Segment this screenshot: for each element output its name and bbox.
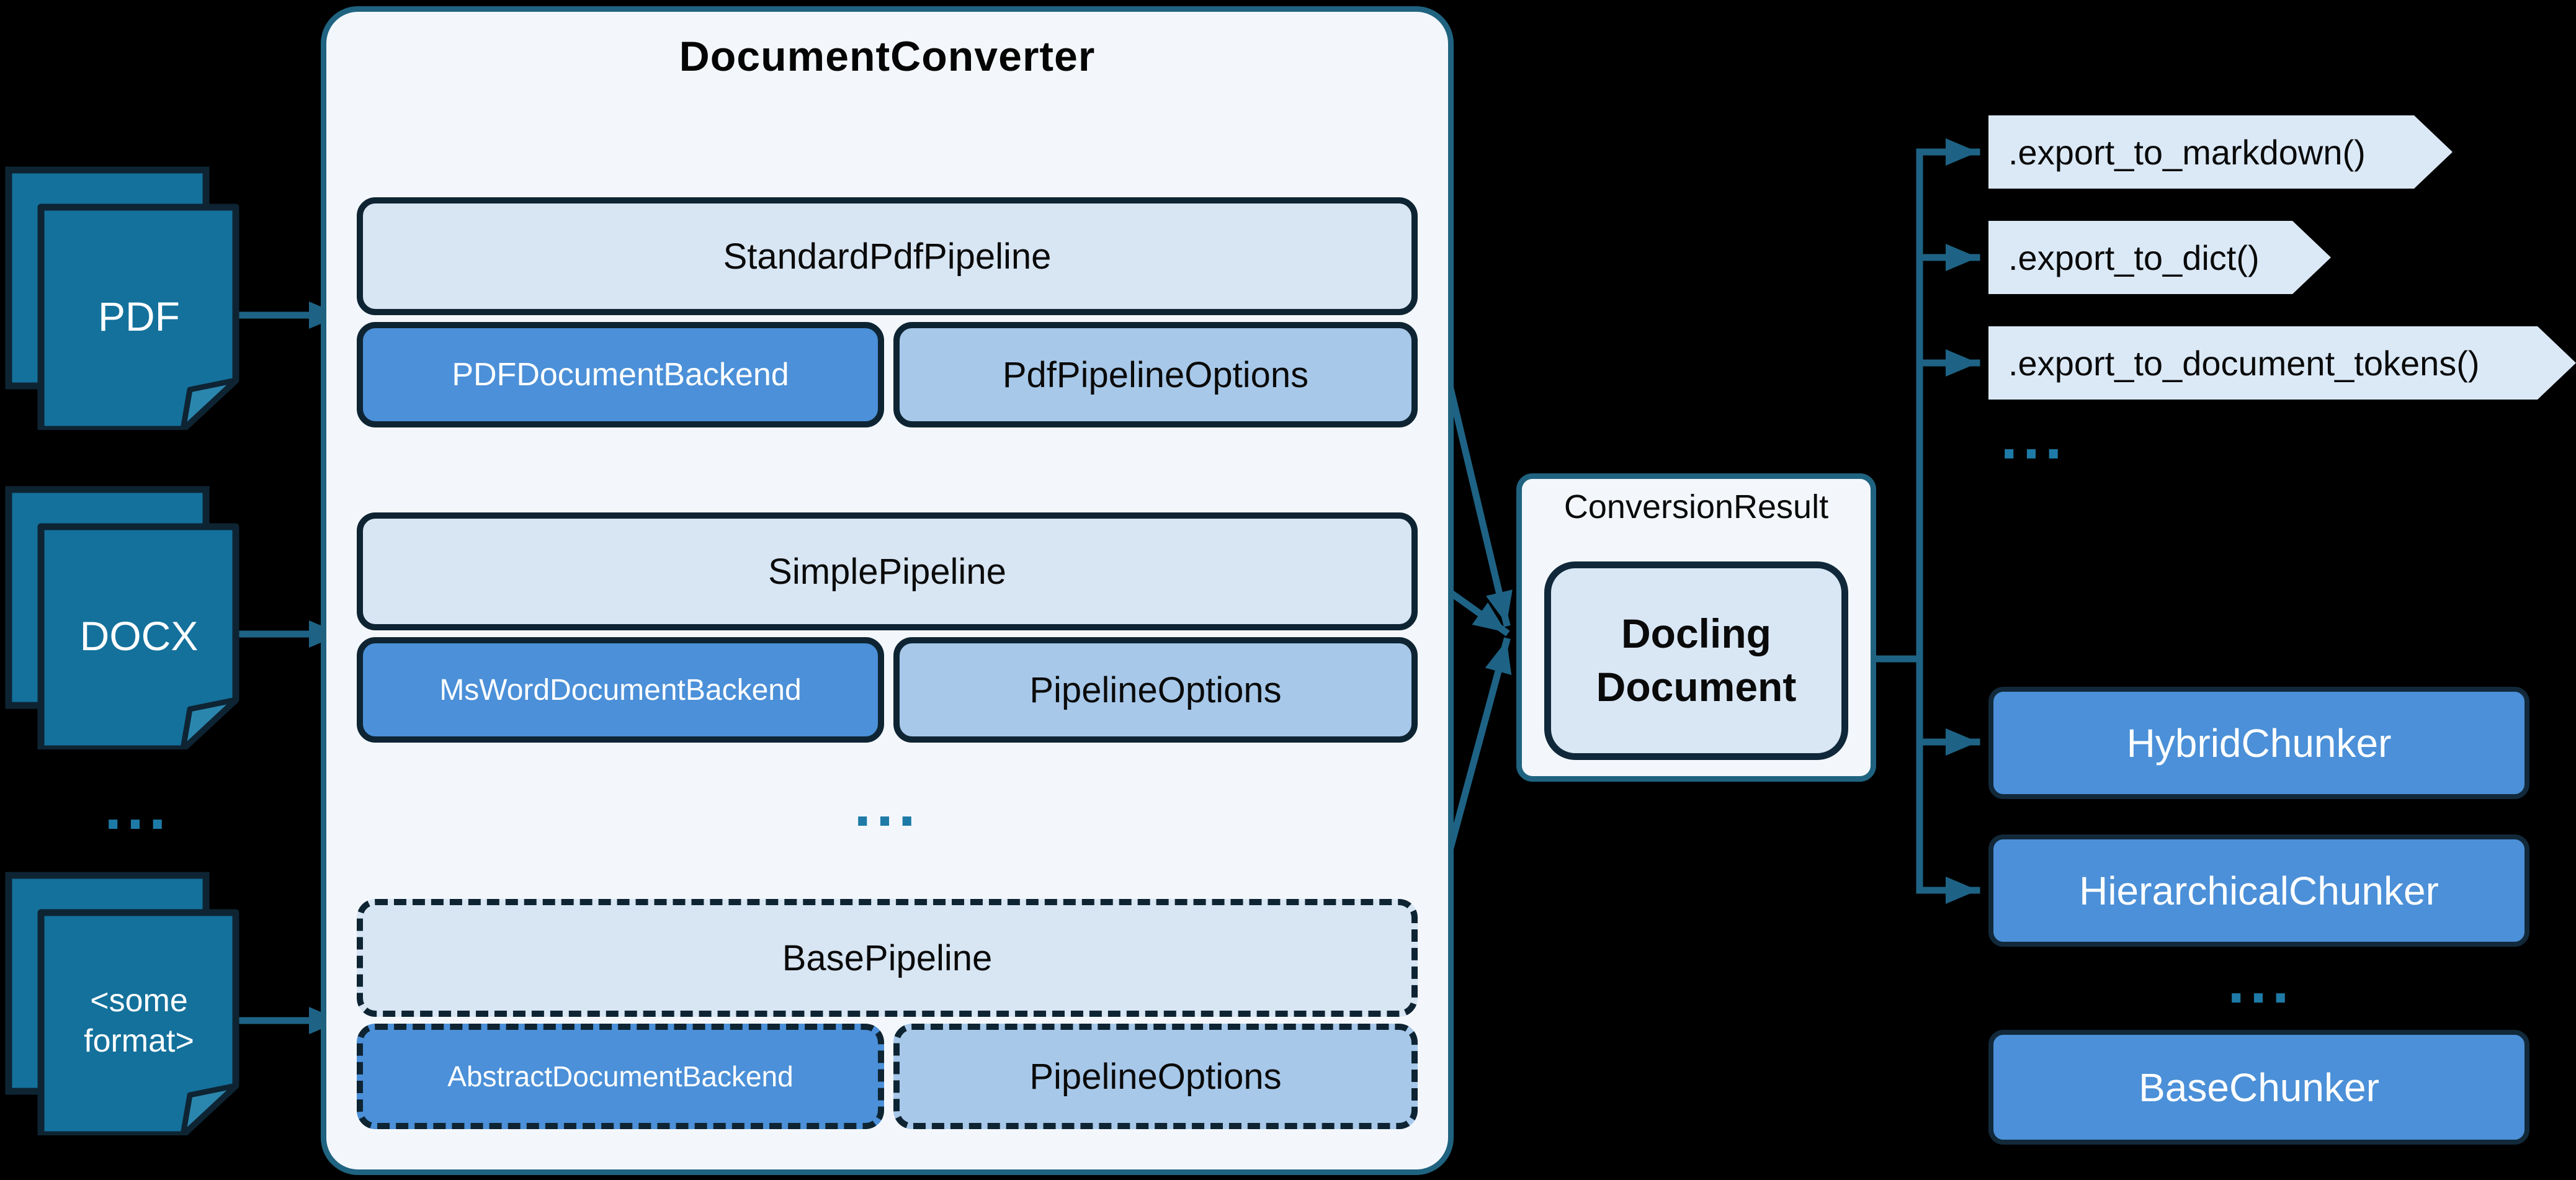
docling-document-box: Docling Document (1544, 561, 1848, 760)
chunker-hierarchical: HierarchicalChunker (1988, 834, 2529, 947)
backend-box-abstract-document: AbstractDocumentBackend (357, 1024, 884, 1129)
pdf-file-label: PDF (98, 293, 180, 339)
some-format-file-icon (5, 872, 239, 1135)
chunker-hybrid: HybridChunker (1988, 687, 2529, 799)
docx-file-icon (5, 486, 239, 749)
backend-box-pdf-document: PDFDocumentBackend (357, 322, 884, 427)
docx-file-label: DOCX (79, 612, 199, 659)
conversion-result-label: ConversionResult (1563, 488, 1829, 525)
inputs-ellipsis: ... (104, 773, 171, 843)
pipeline-box-standard-pdf: StandardPdfPipeline (357, 197, 1418, 315)
some-format-file-label: <some format> (84, 983, 194, 1059)
options-box-pipeline: PipelineOptions (893, 637, 1418, 743)
chunkers-ellipsis: ... (2227, 947, 2294, 1016)
document-converter-title: DocumentConverter (679, 33, 1096, 80)
chunker-base: BaseChunker (1988, 1030, 2529, 1145)
pdf-file-icon (5, 166, 239, 430)
export-tag-document-tokens: .export_to_document_tokens() (1988, 326, 2576, 400)
options-box-pdf-pipeline: PdfPipelineOptions (893, 322, 1418, 427)
export-tag-markdown: .export_to_markdown() (1988, 115, 2453, 189)
backend-box-msword-document: MsWordDocumentBackend (357, 637, 884, 743)
pipeline-box-base: BasePipeline (357, 899, 1418, 1017)
exports-ellipsis: ... (2000, 403, 2067, 472)
options-box-pipeline-abstract: PipelineOptions (893, 1024, 1418, 1129)
converter-ellipsis: ... (854, 770, 921, 839)
export-tag-dict: .export_to_dict() (1988, 221, 2331, 294)
pipeline-box-simple: SimplePipeline (357, 512, 1418, 630)
